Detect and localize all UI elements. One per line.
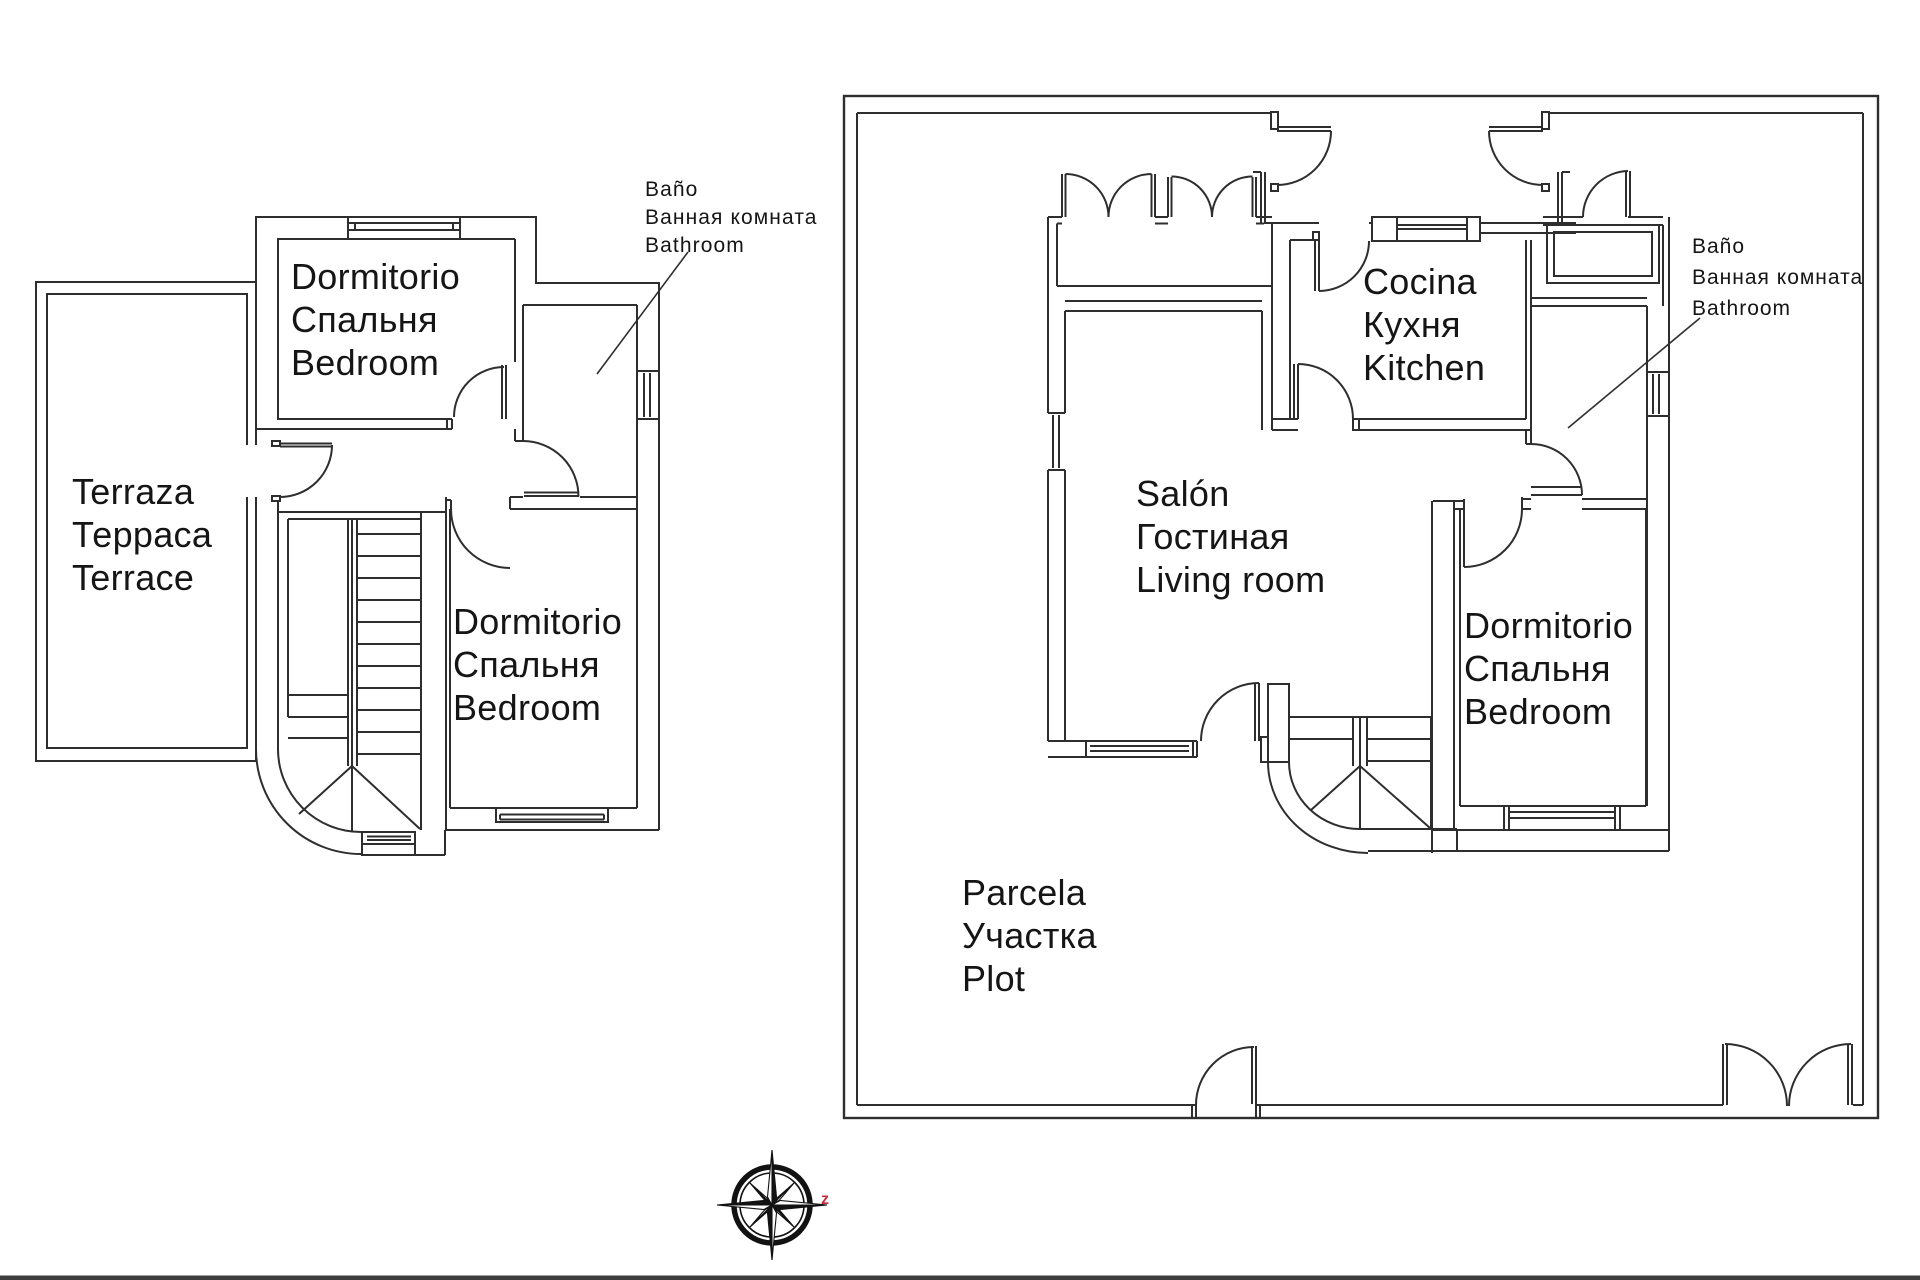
svg-text:Dormitorio: Dormitorio bbox=[453, 601, 622, 642]
svg-text:Bedroom: Bedroom bbox=[1464, 691, 1612, 732]
svg-text:Salón: Salón bbox=[1136, 473, 1230, 514]
svg-text:Dormitorio: Dormitorio bbox=[291, 256, 460, 297]
svg-text:Терраса: Терраса bbox=[72, 514, 213, 555]
svg-text:Baño: Baño bbox=[1692, 235, 1745, 258]
svg-text:Terrace: Terrace bbox=[72, 557, 194, 598]
svg-text:Plot: Plot bbox=[962, 958, 1025, 999]
svg-text:Bathroom: Bathroom bbox=[645, 234, 745, 257]
svg-text:Bedroom: Bedroom bbox=[291, 342, 439, 383]
svg-text:z: z bbox=[821, 1191, 829, 1208]
svg-text:Кухня: Кухня bbox=[1363, 304, 1461, 345]
svg-text:Kitchen: Kitchen bbox=[1363, 347, 1485, 388]
svg-text:Спальня: Спальня bbox=[291, 299, 438, 340]
svg-text:Участка: Участка bbox=[962, 915, 1097, 956]
svg-text:Terraza: Terraza bbox=[72, 471, 195, 512]
svg-text:Parcela: Parcela bbox=[962, 872, 1087, 913]
svg-text:Cocina: Cocina bbox=[1363, 261, 1478, 302]
svg-text:Bathroom: Bathroom bbox=[1692, 297, 1791, 320]
svg-text:Спальня: Спальня bbox=[1464, 648, 1611, 689]
svg-text:Спальня: Спальня bbox=[453, 644, 600, 685]
svg-text:Dormitorio: Dormitorio bbox=[1464, 605, 1633, 646]
svg-text:Ванная комната: Ванная комната bbox=[645, 206, 818, 229]
svg-text:Baño: Baño bbox=[645, 178, 698, 201]
svg-text:Living room: Living room bbox=[1136, 559, 1325, 600]
svg-text:Гостиная: Гостиная bbox=[1136, 516, 1290, 557]
svg-text:Bedroom: Bedroom bbox=[453, 687, 601, 728]
svg-text:Ванная комната: Ванная комната bbox=[1692, 266, 1863, 289]
